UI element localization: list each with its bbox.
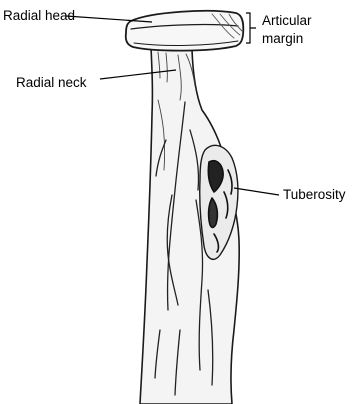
label-radial-head: Radial head xyxy=(3,8,75,23)
label-articular-margin-line1: Articular xyxy=(262,13,312,28)
leader-tuberosity xyxy=(234,188,279,195)
label-articular-margin-line2: margin xyxy=(262,31,303,46)
radius-bone-illustration xyxy=(126,11,244,404)
label-tuberosity: Tuberosity xyxy=(283,187,346,202)
label-radial-neck: Radial neck xyxy=(16,75,87,90)
articular-margin-bracket xyxy=(246,13,256,43)
